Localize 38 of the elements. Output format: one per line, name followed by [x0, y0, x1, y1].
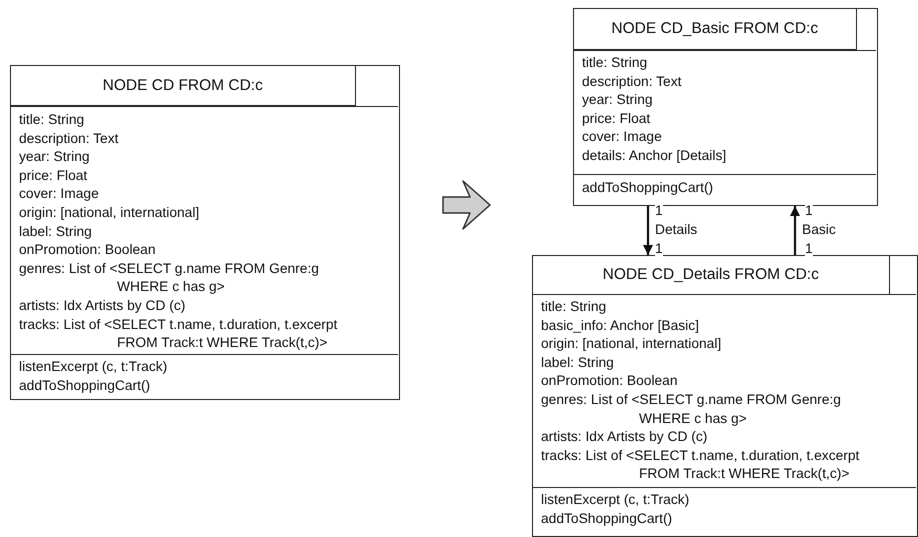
attribute-text: onPromotion: Boolean: [19, 241, 157, 260]
attribute-text: title: String: [582, 54, 648, 72]
method-text: listenExcerpt (c, t:Track): [19, 358, 168, 376]
attribute-text: title: String: [541, 298, 608, 316]
attribute-text: tracks: List of <SELECT t.name, t.duration, t.excerpt FROM Track:t WHERE Track(t,c)>: [541, 446, 860, 484]
class-name: NODE CD FROM CD:c: [102, 76, 264, 96]
attribute-text: title: String: [19, 111, 86, 129]
attribute-text: details: Anchor [Details]: [582, 146, 728, 165]
class-name: NODE CD_Basic FROM CD:c: [610, 19, 820, 39]
attribute-text: label: String: [541, 354, 615, 372]
attribute-text: origin: [national, international]: [541, 335, 722, 354]
attribute-text: artists: Idx Artists by CD (c): [541, 428, 708, 446]
attribute-text: price: Float: [19, 166, 88, 185]
method-text: addToShoppingCart(): [582, 179, 714, 197]
association-arrow: [790, 206, 800, 255]
method-text: listenExcerpt (c, t:Track): [541, 491, 690, 509]
class-box: [573, 8, 878, 206]
class-box: [10, 65, 400, 400]
attribute-text: origin: [national, international]: [19, 204, 200, 222]
attribute-text: cover: Image: [582, 128, 663, 146]
method-text: addToShoppingCart(): [19, 376, 152, 395]
attribute-text: description: Text: [582, 72, 682, 91]
class-box: [532, 255, 918, 537]
multiplicity-label: 1: [805, 241, 813, 257]
multiplicity-label: 1: [655, 241, 663, 257]
attribute-text: label: String: [19, 222, 93, 241]
class-name: NODE CD_Details FROM CD:c: [602, 265, 820, 285]
attribute-text: basic_info: Anchor [Basic]: [541, 316, 700, 335]
method-text: addToShoppingCart(): [541, 510, 674, 528]
attribute-text: cover: Image: [19, 185, 100, 204]
attribute-text: year: String: [19, 148, 91, 166]
attribute-text: tracks: List of <SELECT t.name, t.duration, t.excerpt FROM Track:t WHERE Track(t,c)>: [19, 316, 338, 352]
attribute-text: onPromotion: Boolean: [541, 372, 679, 390]
attribute-text: description: Text: [19, 130, 120, 148]
attribute-text: artists: Idx Artists by CD (c): [19, 296, 186, 315]
attribute-text: year: String: [582, 91, 654, 110]
attribute-text: price: Float: [582, 110, 652, 128]
association-arrow: [643, 206, 653, 255]
